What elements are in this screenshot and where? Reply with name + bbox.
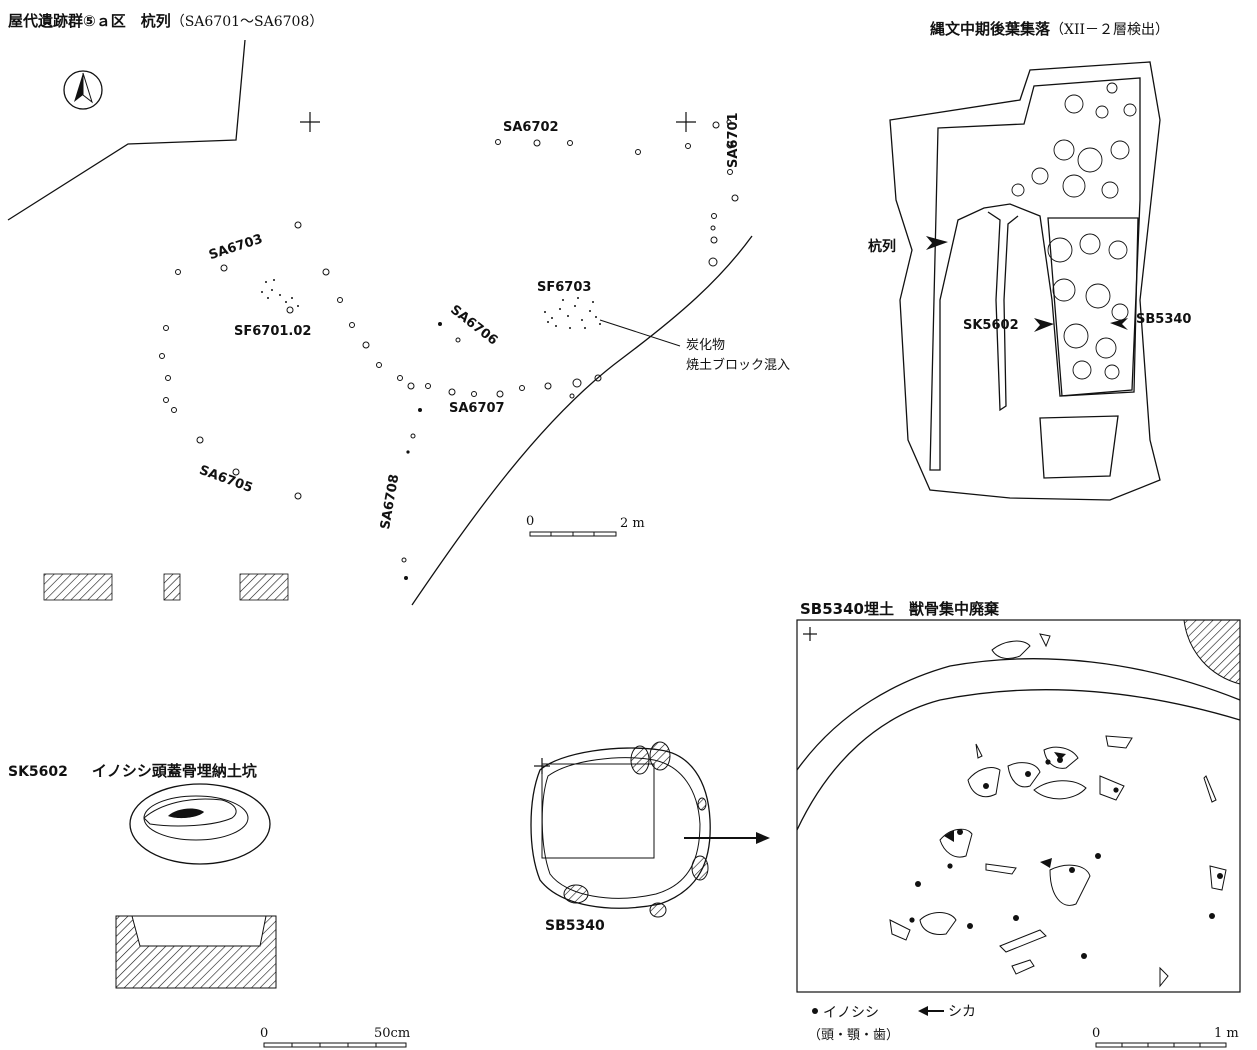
settlement-title: 縄文中期後葉集落 <box>930 20 1051 38</box>
bone-plan-frame <box>796 619 1241 993</box>
sb5340-arrow-icon <box>1110 318 1128 330</box>
pit-code: SK5602 <box>8 764 68 780</box>
post-section-profiles <box>43 573 289 601</box>
note-burnt-soil: 焼土ブロック混入 <box>686 358 791 373</box>
north-arrow-icon <box>63 70 103 110</box>
note-leader-line <box>599 319 681 347</box>
bone-area-rect <box>541 763 655 859</box>
post-holes <box>159 119 739 563</box>
sk5602-trench <box>987 211 1019 412</box>
deer-arrows <box>944 752 1066 868</box>
sf6701-charcoal-area <box>261 279 299 307</box>
pit-scale-bar <box>263 1042 407 1048</box>
settlement-inner-area <box>929 77 1141 471</box>
boar-skull-drawing <box>143 798 237 827</box>
sb5340-house <box>1047 217 1139 397</box>
bone-scale-bar <box>1095 1042 1227 1048</box>
bone-plan-section-pit <box>1183 619 1241 685</box>
note-charcoal: 炭化物 <box>686 338 726 353</box>
sk5602-arrow-icon <box>1034 318 1054 332</box>
boar-markers <box>909 757 1223 959</box>
bone-fragments <box>889 633 1227 988</box>
pit-scale-end: 50cm <box>374 1026 411 1041</box>
legend-deer: シカ <box>948 1003 976 1019</box>
pit-outer-outline <box>129 783 271 865</box>
house-wall-outer <box>796 658 1241 771</box>
pit-description: イノシシ頭蓋骨埋納土坑 <box>91 762 257 780</box>
pit-scale-zero: 0 <box>260 1026 269 1041</box>
label-house-sb5340: SB5340 <box>545 918 605 934</box>
house-wall-inner <box>796 688 1241 831</box>
bone-scale-zero: 0 <box>1092 1026 1101 1041</box>
legend-boar-dot-icon <box>812 1008 818 1014</box>
settlement-outer-boundary <box>889 61 1161 501</box>
label-settlement-sb5340: SB5340 <box>1136 312 1192 327</box>
main-scale-zero: 0 <box>526 514 535 529</box>
main-scale-bar <box>529 531 617 537</box>
label-sf6703: SF6703 <box>537 280 592 295</box>
settlement-lower-rect <box>1039 415 1119 479</box>
label-sa6702: SA6702 <box>503 120 559 135</box>
legend-boar-parts: （頭・顎・歯） <box>808 1028 900 1043</box>
legend-icons <box>812 1006 944 1016</box>
header-right: 縄文中期後葉集落（XII－２層検出） <box>930 18 1169 39</box>
header-left: 屋代遺跡群⑤ａ区 杭列（SA6701～SA6708） <box>8 10 323 31</box>
kuiretsu-arrow-icon <box>926 236 948 250</box>
main-plan-title: 屋代遺跡群⑤ａ区 杭列 <box>8 12 171 30</box>
main-plan-subtitle: （SA6701～SA6708） <box>170 14 324 30</box>
sf6703-charcoal-area <box>544 297 601 329</box>
pit-heading: SK5602 イノシシ頭蓋骨埋納土坑 <box>8 760 257 781</box>
grid-cross-mark <box>300 112 696 132</box>
legend-boar: イノシシ <box>823 1004 879 1020</box>
bones-title: SB5340埋土 獣骨集中廃棄 <box>800 600 999 618</box>
post-holes-filled <box>404 322 442 580</box>
boundary-line <box>411 235 753 606</box>
label-sf6701: SF6701.02 <box>234 324 312 339</box>
bone-scale-end: 1 m <box>1214 1026 1239 1041</box>
house-section-pits <box>563 741 709 918</box>
label-settlement-sk5602: SK5602 <box>963 318 1019 333</box>
settlement-subtitle: （XII－２層検出） <box>1050 22 1170 38</box>
label-kuiretsu: 杭列 <box>868 239 896 255</box>
trench-edge-line <box>7 39 246 221</box>
main-scale-end: 2 m <box>620 516 645 531</box>
label-sa6707: SA6707 <box>449 401 505 416</box>
settlement-pits <box>1011 82 1137 380</box>
